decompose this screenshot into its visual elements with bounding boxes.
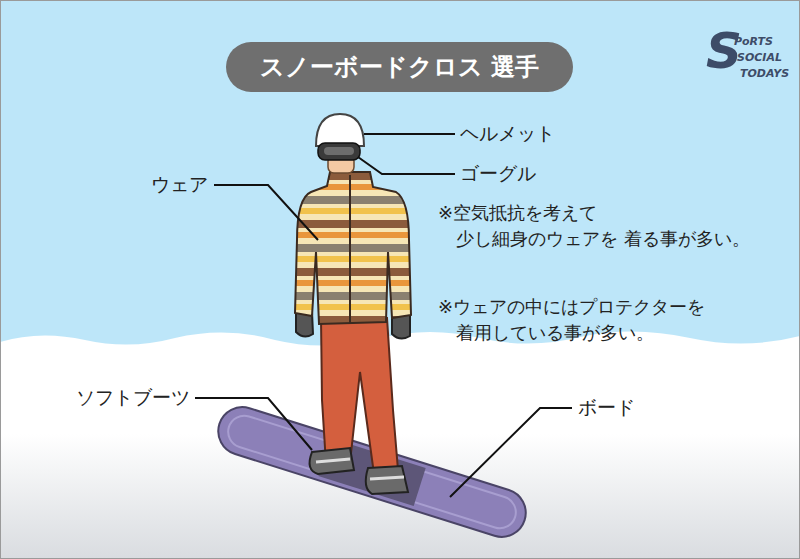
note-text: ※空気抵抗を考えて 少し細身のウェアを 着る事が多い。 bbox=[438, 200, 756, 252]
part-label: ボード bbox=[578, 395, 635, 420]
part-label: ゴーグル bbox=[460, 161, 536, 186]
logo-word: TODAYS bbox=[740, 68, 789, 79]
head bbox=[316, 114, 364, 173]
jacket-outline bbox=[295, 172, 411, 324]
jacket bbox=[290, 165, 420, 335]
boots bbox=[310, 448, 408, 494]
title-pill: スノーボードクロス 選手 bbox=[226, 42, 573, 92]
part-label: ソフトブーツ bbox=[76, 385, 190, 410]
logo-word: PoRTS bbox=[734, 36, 773, 47]
note-text: ※ウェアの中にはプロテクターを 着用している事が多い。 bbox=[438, 294, 756, 346]
part-label: ウェア bbox=[151, 172, 208, 197]
part-label: ヘルメット bbox=[460, 121, 555, 146]
logo-word: SOCIAL bbox=[737, 52, 782, 63]
logo-letter: S bbox=[706, 26, 742, 76]
snow bbox=[0, 331, 800, 559]
